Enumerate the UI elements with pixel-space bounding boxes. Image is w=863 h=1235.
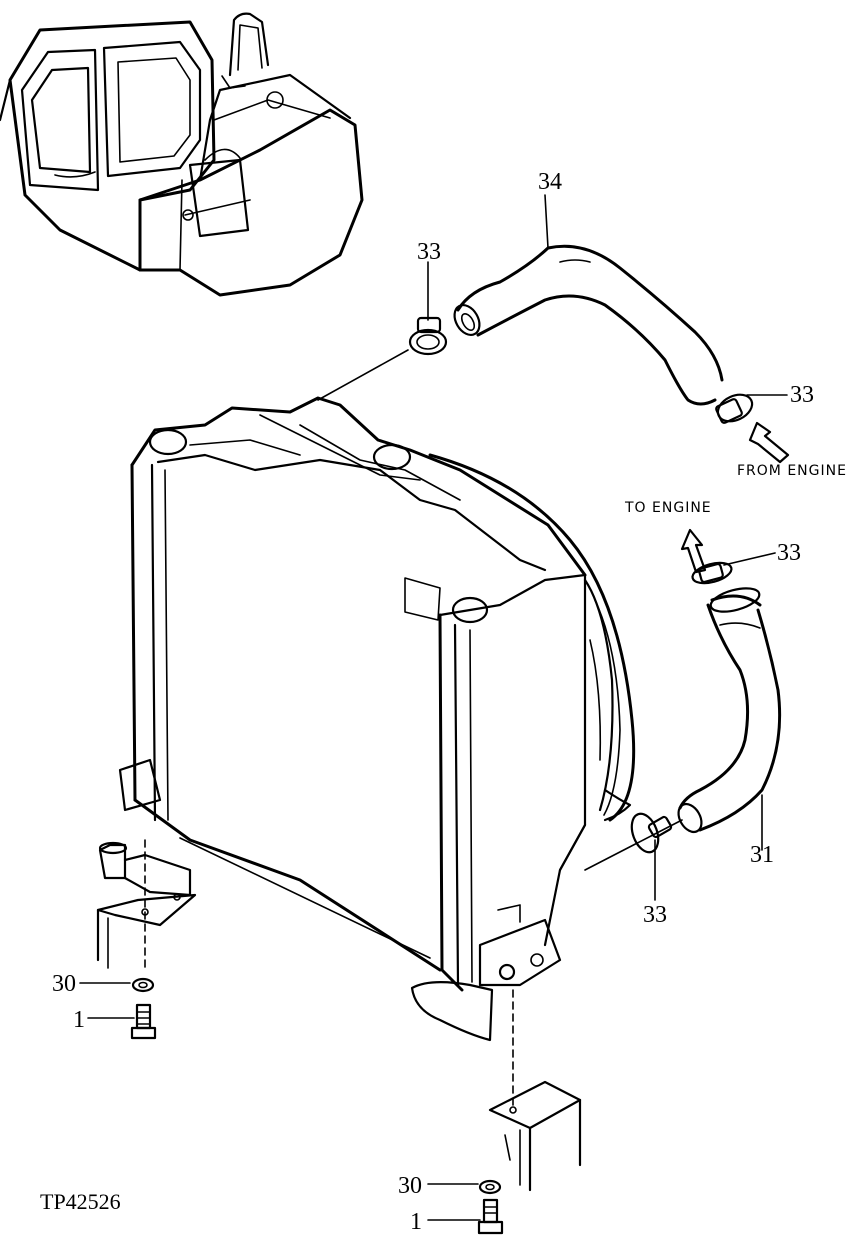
flow-arrow-icon <box>680 421 790 574</box>
figure-id: TP42526 <box>40 1189 121 1214</box>
callout-clamp-upper-left: 33 <box>417 239 441 265</box>
callout-washer-right: 30 <box>398 1173 422 1199</box>
leader-lines <box>79 194 788 1221</box>
lower-hose-icon <box>677 587 782 834</box>
callout-lower-hose: 31 <box>750 842 774 868</box>
washer-icon <box>131 977 502 1195</box>
callout-clamp-lower-top: 33 <box>777 540 801 566</box>
mounting-bracket-icon <box>96 841 197 969</box>
callout-clamp-upper-right: 33 <box>790 382 814 408</box>
from-engine-label: FROM ENGINE <box>737 463 847 479</box>
hose-clamp-icon <box>408 316 754 854</box>
mounting-bracket-icon <box>488 1080 582 1192</box>
radiator-icon <box>118 396 636 992</box>
callout-washer-left: 30 <box>52 971 76 997</box>
excavator-locator-icon <box>0 12 364 297</box>
to-engine-label: TO ENGINE <box>624 500 712 516</box>
callout-bolt-left: 1 <box>73 1007 85 1033</box>
assembly-centerlines <box>144 349 683 1111</box>
mounting-bracket-icon <box>410 904 562 1042</box>
bolt-icon <box>130 1003 504 1235</box>
callout-upper-hose: 34 <box>538 169 562 195</box>
callout-clamp-lower-bottom: 33 <box>643 902 667 928</box>
upper-hose-icon <box>453 244 724 406</box>
callout-bolt-right: 1 <box>410 1209 422 1235</box>
